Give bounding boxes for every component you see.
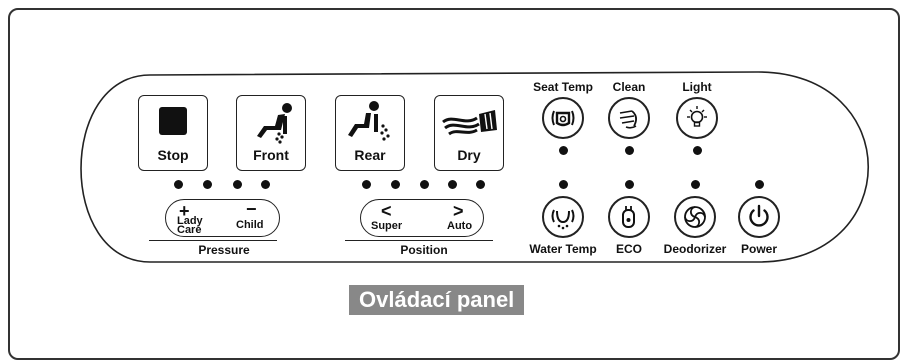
position-level-dot: [362, 180, 371, 189]
position-level-dot: [391, 180, 400, 189]
rear-wash-icon: [348, 101, 390, 141]
dry-label: Dry: [457, 147, 481, 163]
power-label: Power: [740, 242, 778, 256]
pressure-minus-button[interactable]: −: [246, 199, 257, 219]
seat-temp-button[interactable]: [542, 97, 584, 139]
eco-indicator: [625, 180, 634, 189]
auto-label: Auto: [447, 220, 473, 232]
pressure-level-dot: [233, 180, 242, 189]
rear-button[interactable]: Rear: [335, 95, 405, 171]
outer-frame: [8, 8, 900, 360]
seat-temp-label: Seat Temp: [533, 80, 593, 94]
fan-icon: [684, 206, 706, 228]
pressure-plus-button[interactable]: +: [179, 201, 190, 221]
position-control: < Super > Auto: [360, 199, 484, 237]
stop-label: Stop: [157, 147, 189, 163]
deodorizer-indicator: [691, 180, 700, 189]
clean-icon: [619, 110, 637, 129]
eco-plug-icon: [622, 206, 635, 228]
deodorizer-label: Deodorizer: [663, 242, 727, 256]
pressure-level-dot: [174, 180, 183, 189]
position-label: Position: [400, 243, 448, 257]
light-button[interactable]: [676, 97, 718, 139]
water-temp-button[interactable]: [542, 196, 584, 238]
eco-label: ECO: [615, 242, 643, 256]
light-indicator: [693, 146, 702, 155]
stop-square-icon: [159, 107, 187, 135]
pressure-underline: [149, 240, 277, 241]
front-label: Front: [253, 147, 289, 163]
front-button[interactable]: Front: [236, 95, 306, 171]
bulb-icon: [687, 106, 707, 127]
power-button[interactable]: [738, 196, 780, 238]
pressure-level-dot: [261, 180, 270, 189]
water-heat-icon: [551, 209, 575, 230]
dry-button[interactable]: Dry: [434, 95, 504, 171]
front-wash-icon: [257, 103, 292, 144]
lady-care-label-line1: Lady: [177, 215, 203, 227]
position-level-dot: [448, 180, 457, 189]
seat-temp-indicator: [559, 146, 568, 155]
super-label: Super: [371, 220, 403, 232]
dryer-icon: [442, 110, 497, 136]
rear-label: Rear: [354, 147, 386, 163]
child-label: Child: [236, 219, 264, 231]
clean-label: Clean: [612, 80, 646, 94]
position-underline: [345, 240, 493, 241]
power-icon: [749, 204, 769, 227]
position-level-dot: [476, 180, 485, 189]
deodorizer-button[interactable]: [674, 196, 716, 238]
seat-heat-icon: [551, 110, 575, 127]
water-temp-indicator: [559, 180, 568, 189]
clean-indicator: [625, 146, 634, 155]
light-label: Light: [682, 80, 712, 94]
pressure-label: Pressure: [198, 243, 250, 257]
clean-button[interactable]: [608, 97, 650, 139]
position-left-button[interactable]: <: [381, 201, 392, 221]
lady-care-label-line2: Care: [177, 224, 202, 236]
caption: Ovládací panel: [349, 285, 525, 315]
power-indicator: [755, 180, 764, 189]
water-temp-label: Water Temp: [529, 242, 597, 256]
eco-button[interactable]: [608, 196, 650, 238]
pressure-control: + Lady Care − Child: [165, 199, 280, 237]
position-right-button[interactable]: >: [453, 201, 464, 221]
position-level-dot: [420, 180, 429, 189]
pressure-level-dot: [203, 180, 212, 189]
stop-button[interactable]: Stop: [138, 95, 208, 171]
